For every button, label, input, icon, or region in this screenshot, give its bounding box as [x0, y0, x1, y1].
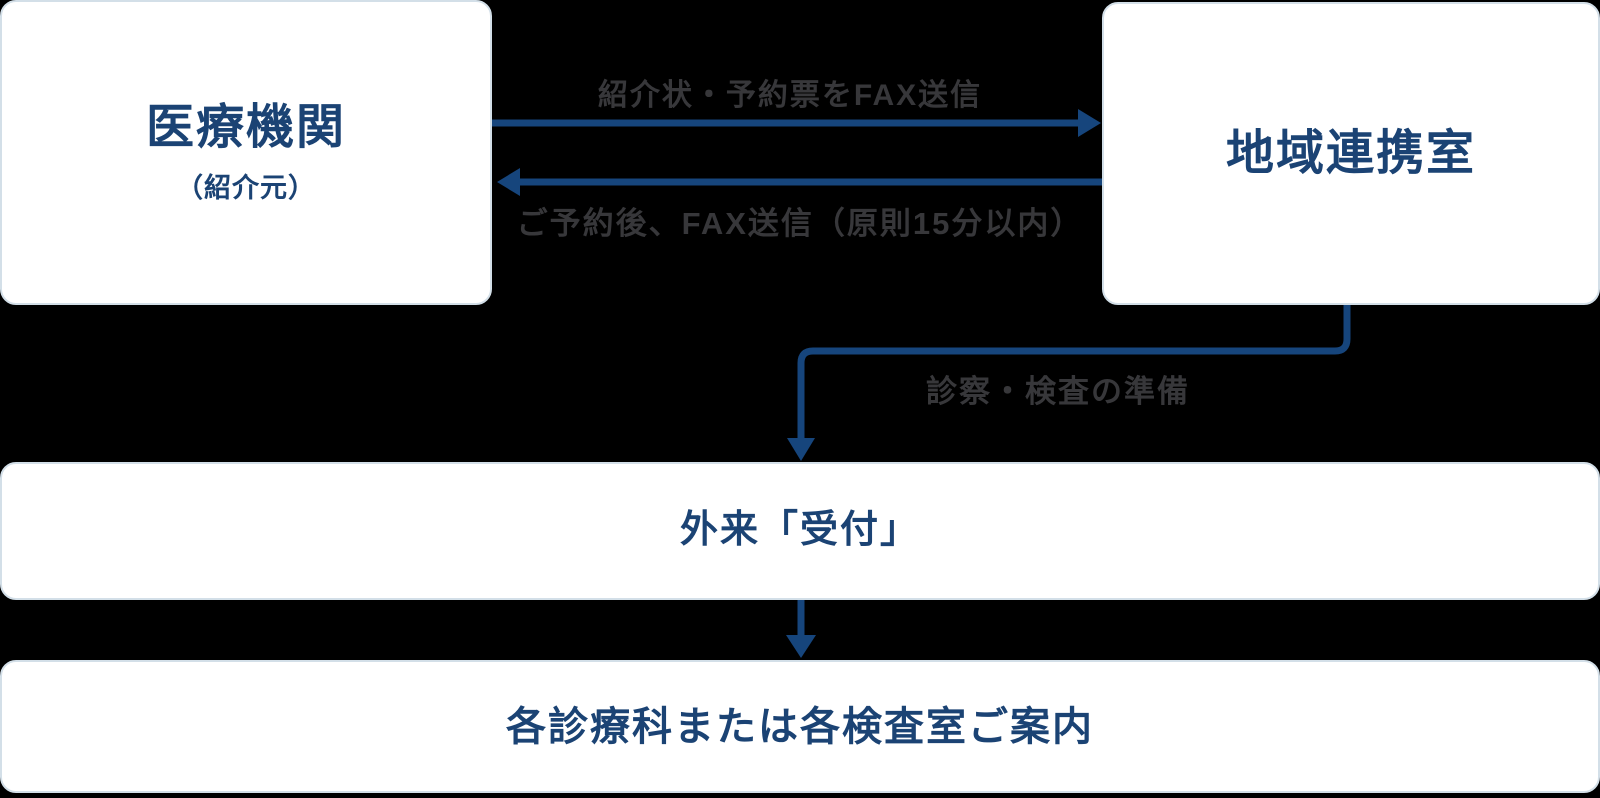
node-medical-institution: 医療機関 （紹介元）: [0, 0, 492, 305]
node-regional-cooperation-office: 地域連携室: [1102, 2, 1600, 305]
node-department-guide-title: 各診療科または各検査室ご案内: [506, 704, 1094, 749]
fax-send-arrow-icon: [490, 109, 1101, 137]
node-outpatient-reception-title: 外来「受付」: [679, 509, 920, 552]
node-medical-institution-title: 医療機関: [145, 101, 346, 155]
reception-to-guide-arrow-icon: [786, 600, 816, 658]
edge-label-preparation: 診察・検査の準備: [926, 374, 1190, 409]
node-department-guide: 各診療科または各検査室ご案内: [0, 660, 1600, 793]
node-outpatient-reception: 外来「受付」: [0, 462, 1600, 600]
preparation-elbow-arrow-icon: [787, 305, 1351, 461]
node-medical-institution-subtitle: （紹介元）: [176, 172, 316, 203]
fax-reply-arrow-icon: [497, 168, 1102, 196]
edge-label-fax-send: 紹介状・予約票をFAX送信: [597, 79, 983, 112]
edge-label-fax-reply: ご予約後、FAX送信（原則15分以内）: [516, 206, 1084, 241]
node-regional-cooperation-office-title: 地域連携室: [1225, 126, 1476, 180]
